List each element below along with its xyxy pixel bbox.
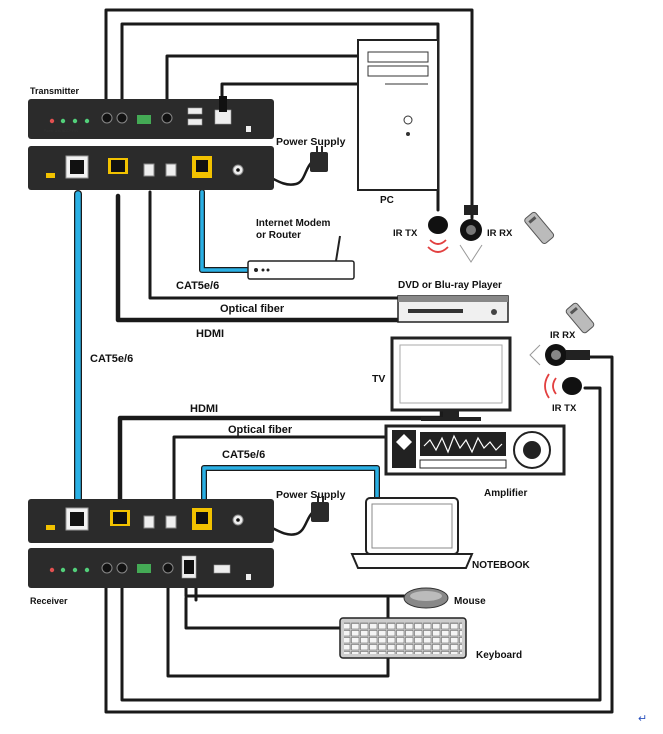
keyboard-icon: Keyboard	[339, 617, 522, 661]
power-supply-top-label: Power Supply	[276, 136, 346, 148]
optical-top-label: Optical fiber	[220, 303, 285, 315]
hdmi-cable-bottom	[117, 407, 445, 503]
tx-usb-a-port	[187, 107, 203, 115]
rx-spdif-out-port	[165, 515, 177, 529]
ir-receiver-icon: IR RX	[459, 205, 513, 263]
amplifier-icon: Amplifier	[384, 424, 566, 499]
ir-emitter-icon: IR TX	[393, 216, 449, 253]
tx-led-labels: Power Link HDCP PIN	[44, 129, 78, 133]
power-adapter-icon: Power Supply	[276, 136, 346, 172]
ir-emitter-icon: IR TX	[544, 373, 582, 414]
hdmi-top-label: HDMI	[196, 328, 224, 340]
pc-label: PC	[380, 195, 394, 206]
ir-rx-bottom-label: IR RX	[550, 330, 576, 341]
pc-tower-icon: PC	[357, 39, 439, 206]
tx-ir-out-jack	[101, 112, 113, 124]
rx-rs232-terminal	[137, 564, 151, 573]
internet-label: Internet Modem	[256, 218, 331, 229]
cat5-bottom-label: CAT5e/6	[222, 449, 265, 461]
tx-reset-button	[246, 126, 251, 132]
ir-tx-bottom-cable	[120, 386, 602, 702]
hdmi-cable-top	[115, 193, 401, 323]
rx-audio-out-jack	[162, 562, 174, 574]
optical-cable-bottom	[172, 435, 390, 502]
rx-reset-button	[246, 574, 251, 580]
router-label: or Router	[256, 230, 301, 241]
audio-cable	[165, 54, 360, 118]
remote-control-icon	[565, 302, 595, 334]
transmitter-unit: Transmitter Power Link HDCP PIN	[28, 86, 274, 190]
keyboard-label: Keyboard	[476, 650, 522, 661]
rx-usb-port-2	[213, 564, 231, 574]
ir-rx-top-cable	[104, 8, 474, 220]
optical-cable-top	[148, 190, 400, 300]
notebook-icon: NOTEBOOK	[350, 497, 531, 571]
tx-ir-in-jack	[116, 112, 128, 124]
tx-spdif-in-port	[143, 163, 155, 177]
tx-spdif-out-port	[165, 163, 177, 177]
tv-label: TV	[372, 373, 385, 385]
tx-rs232-terminal	[137, 115, 151, 124]
tx-usb-b-port	[214, 109, 232, 125]
rx-ir-out-jack	[101, 562, 113, 574]
transmitter-label: Transmitter	[30, 86, 80, 96]
usb-keyboard-cable	[184, 596, 342, 630]
cat5-router-cable	[199, 189, 251, 273]
power-supply-bottom-label: Power Supply	[276, 489, 346, 501]
ir-tx-top-label: IR TX	[393, 228, 418, 239]
cables	[74, 8, 614, 714]
amplifier-label: Amplifier	[484, 488, 527, 499]
router-icon: Internet Modem or Router	[247, 218, 355, 280]
ir-tx-bottom-label: IR TX	[552, 403, 577, 414]
ir-rx-top-label: IR RX	[487, 228, 513, 239]
hdmi-bottom-label: HDMI	[190, 403, 218, 415]
return-glyph-icon: ↵	[638, 713, 647, 725]
dvd-player-icon: DVD or Blu-ray Player	[397, 280, 509, 323]
ir-receiver-icon: IR RX	[529, 330, 590, 366]
tx-audio-in-jack	[161, 112, 173, 124]
dvd-label: DVD or Blu-ray Player	[398, 280, 502, 291]
power-adapter-icon: Power Supply	[276, 489, 346, 522]
rx-ir-in-jack	[116, 562, 128, 574]
remote-control-icon	[524, 211, 555, 244]
ir-rx-bottom-cable	[104, 355, 614, 714]
optical-bottom-label: Optical fiber	[228, 424, 293, 436]
rx-spdif-in-port	[143, 515, 155, 529]
receiver-label: Receiver	[30, 596, 68, 606]
mouse-label: Mouse	[454, 596, 486, 607]
mouse-icon: Mouse	[403, 587, 486, 609]
notebook-label: NOTEBOOK	[472, 560, 531, 571]
cat5-top-label: CAT5e/6	[176, 280, 219, 292]
tv-icon: TV	[372, 336, 512, 421]
cat5-left-label: CAT5e/6	[90, 353, 133, 365]
receiver-unit: Receiver	[28, 499, 274, 606]
